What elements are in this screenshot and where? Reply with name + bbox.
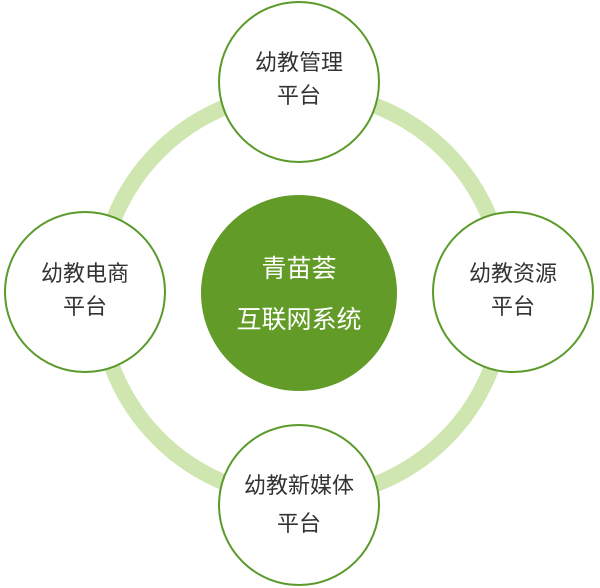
node-resources-platform: 幼教资源 平台 — [432, 211, 594, 373]
center-circle — [201, 195, 397, 391]
node-ecommerce-circle — [4, 211, 166, 373]
node-resources-circle — [432, 211, 594, 373]
node-new-media-label-line2: 平台 — [277, 512, 321, 537]
node-new-media-label-line1: 幼教新媒体 — [244, 474, 354, 499]
node-new-media-circle — [218, 424, 380, 586]
node-ecommerce-label-line2: 平台 — [63, 295, 107, 320]
center-system-node: 青苗荟 互联网系统 — [201, 195, 397, 391]
node-management-platform: 幼教管理 平台 — [218, 1, 380, 163]
node-management-circle — [218, 1, 380, 163]
node-new-media-platform: 幼教新媒体 平台 — [218, 424, 380, 586]
node-resources-label-line2: 平台 — [491, 295, 535, 320]
node-management-label-line1: 幼教管理 — [255, 51, 343, 76]
node-ecommerce-platform: 幼教电商 平台 — [4, 211, 166, 373]
center-title: 青苗荟 — [261, 254, 336, 283]
node-ecommerce-label-line1: 幼教电商 — [41, 262, 129, 287]
node-management-label-line2: 平台 — [277, 84, 321, 109]
center-subtitle: 互联网系统 — [236, 305, 361, 334]
node-resources-label-line1: 幼教资源 — [469, 262, 557, 287]
